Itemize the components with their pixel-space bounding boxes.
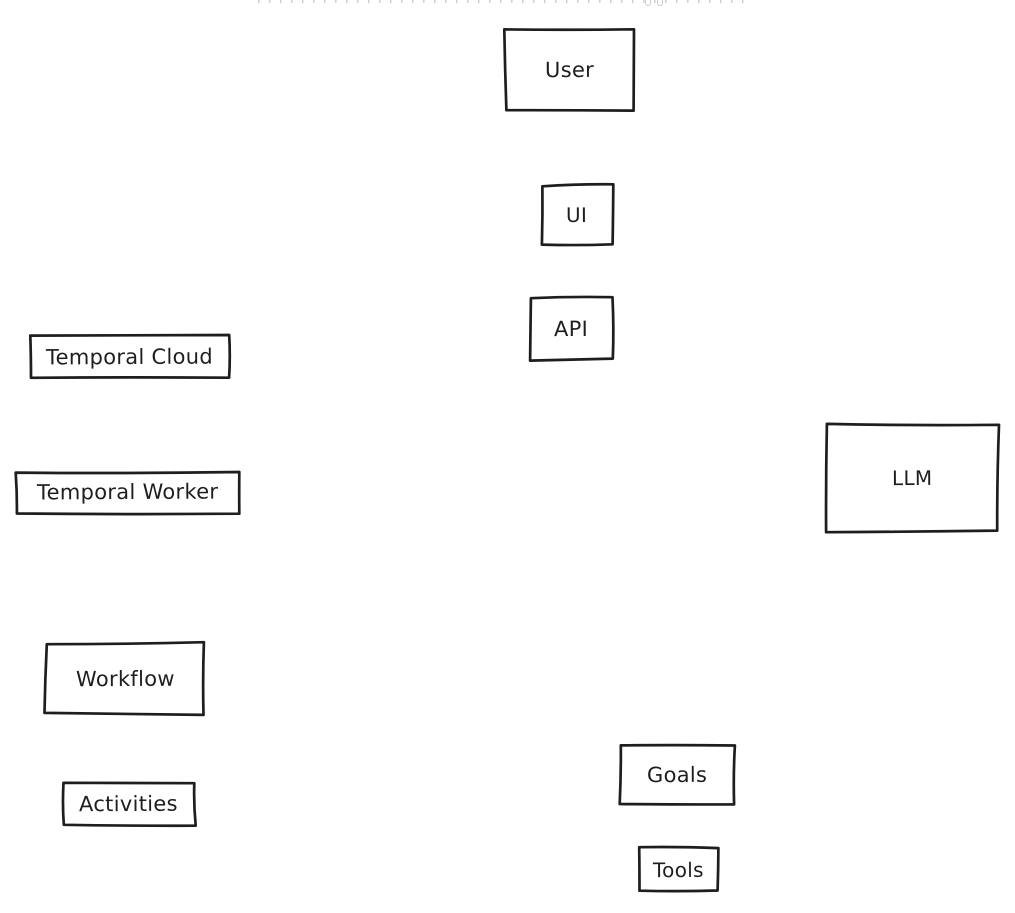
clipped-top-text (258, 0, 744, 6)
node-goals[interactable]: Goals (617, 742, 737, 807)
clipped-letter-descender (657, 0, 663, 6)
node-temporal-cloud[interactable]: Temporal Cloud (27, 333, 233, 380)
node-ui[interactable]: UI (539, 182, 615, 247)
node-goals-label: Goals (646, 762, 708, 787)
node-ui-label: UI (566, 202, 588, 228)
node-activities[interactable]: Activities (60, 780, 198, 828)
clipped-letter-descender (645, 0, 651, 6)
node-tools[interactable]: Tools (636, 845, 721, 894)
node-user[interactable]: User (502, 27, 637, 112)
node-user-label: User (545, 57, 595, 82)
node-llm[interactable]: LLM (823, 421, 1001, 534)
node-temporal-worker-label: Temporal Worker (37, 479, 219, 505)
node-api[interactable]: API (528, 295, 615, 362)
node-llm-label: LLM (891, 465, 933, 490)
node-tools-label: Tools (653, 857, 704, 883)
node-activities-label: Activities (79, 791, 178, 816)
node-temporal-cloud-label: Temporal Cloud (46, 344, 214, 369)
node-workflow-label: Workflow (75, 666, 175, 691)
node-temporal-worker[interactable]: Temporal Worker (13, 469, 243, 516)
node-workflow[interactable]: Workflow (43, 640, 207, 717)
node-api-label: API (554, 316, 589, 341)
